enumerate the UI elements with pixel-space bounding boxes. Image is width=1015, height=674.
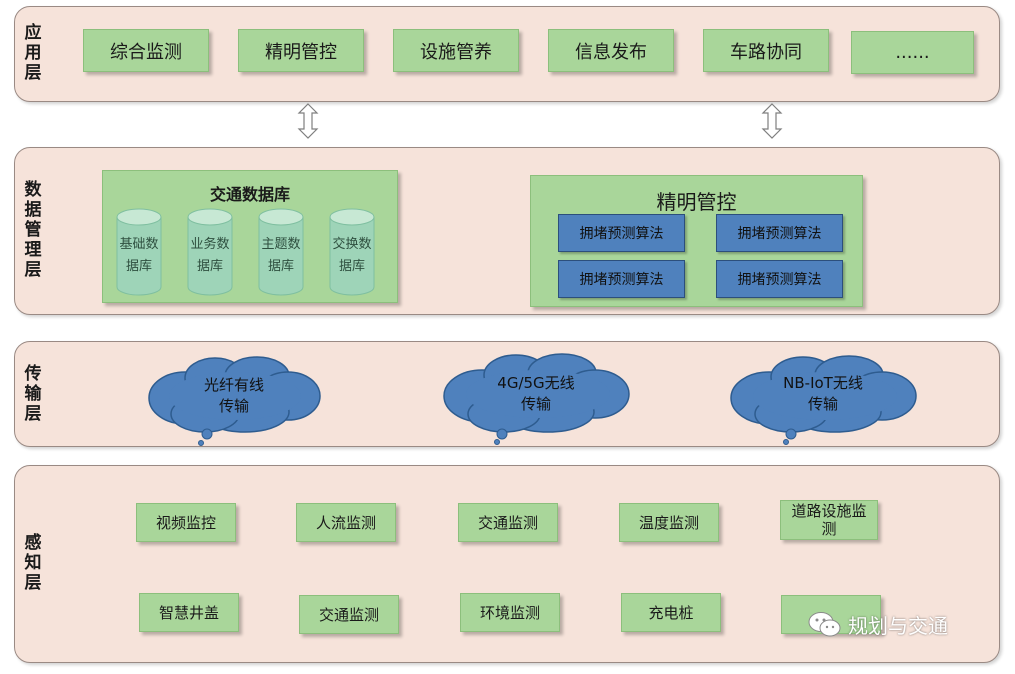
database-label-3: 主题数据库 (261, 237, 301, 274)
cloud-4g5g: 4G/5G无线 传输 (440, 352, 632, 446)
cloud-fiber-line2: 传输 (218, 397, 249, 415)
app-item-5: 车路协同 (703, 29, 829, 72)
cloud-nbiot-line2: 传输 (807, 395, 838, 413)
database-icon (329, 208, 375, 296)
database-cylinder-4: 交换数据库 (329, 208, 375, 296)
cloud-icon (730, 355, 917, 445)
application-layer-label: 应用层 (24, 23, 42, 83)
database-cylinder-1: 基础数据库 (116, 208, 162, 296)
sensor-item-r2-3: 环境监测 (460, 593, 560, 632)
sensor-item-r2-4: 充电桩 (621, 593, 721, 632)
cloud-fiber: 光纤有线 传输 (145, 354, 323, 446)
database-label-2: 业务数据库 (190, 237, 230, 274)
watermark-text: 规划与交通 (848, 614, 948, 638)
app-item-2: 精明管控 (238, 29, 364, 72)
double-arrow-icon-right (761, 103, 783, 139)
app-item-6: ...... (851, 31, 974, 74)
database-cylinder-2: 业务数据库 (187, 208, 233, 296)
cloud-4g5g-line1: 4G/5G无线 (497, 374, 575, 392)
wechat-icon (808, 611, 841, 636)
algorithm-box-2: 拥堵预测算法 (716, 214, 843, 252)
sensor-item-r1-4: 温度监测 (619, 503, 719, 542)
sensor-item-r1-3: 交通监测 (458, 503, 558, 542)
database-icon (116, 208, 162, 296)
app-item-3: 设施管养 (393, 29, 519, 72)
cloud-nbiot-line1: NB-IoT无线 (783, 374, 863, 392)
cloud-icon (443, 353, 630, 445)
watermark: 规划与交通 (808, 610, 948, 639)
transmission-layer-label: 传输层 (24, 364, 42, 424)
sensor-item-r2-1: 智慧井盖 (139, 593, 239, 632)
database-icon (187, 208, 233, 296)
traffic-database-title: 交通数据库 (209, 185, 290, 204)
control-panel-title: 精明管控 (656, 190, 737, 214)
cloud-nbiot: NB-IoT无线 传输 (727, 354, 919, 446)
cloud-4g5g-line2: 传输 (520, 395, 551, 413)
sensor-item-r1-1: 视频监控 (136, 503, 236, 542)
cloud-icon (148, 356, 321, 446)
sensor-item-r1-5: 道路设施监测 (780, 500, 878, 540)
data-layer-label: 数据管理层 (24, 180, 42, 280)
sensor-item-r1-2: 人流监测 (296, 503, 396, 542)
database-label-1: 基础数据库 (119, 237, 159, 274)
perception-layer-label: 感知层 (24, 533, 42, 593)
database-label-4: 交换数据库 (332, 237, 372, 274)
app-item-1: 综合监测 (83, 29, 209, 72)
algorithm-box-1: 拥堵预测算法 (558, 214, 685, 252)
cloud-fiber-line1: 光纤有线 (203, 376, 264, 394)
app-item-4: 信息发布 (548, 29, 674, 72)
algorithm-box-4: 拥堵预测算法 (716, 260, 843, 298)
double-arrow-icon-left (297, 103, 319, 139)
database-icon (258, 208, 304, 296)
database-cylinder-3: 主题数据库 (258, 208, 304, 296)
sensor-item-r2-2: 交通监测 (299, 595, 399, 634)
algorithm-box-3: 拥堵预测算法 (558, 260, 685, 298)
